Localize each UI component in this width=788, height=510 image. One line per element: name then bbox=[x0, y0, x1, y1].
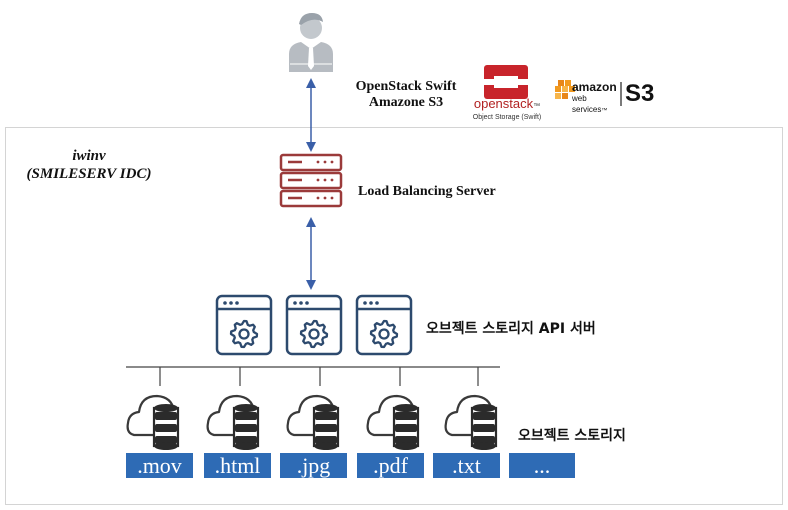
file-extension-label: .html bbox=[204, 453, 271, 478]
load-balancer-icon bbox=[279, 153, 343, 208]
storage-node-icon bbox=[286, 394, 340, 450]
storage-node-icon bbox=[366, 394, 420, 450]
storage-nodes bbox=[126, 394, 498, 450]
storage-node-icon bbox=[126, 394, 180, 450]
file-extension-label: .txt bbox=[433, 453, 500, 478]
load-balancer-label: Load Balancing Server bbox=[358, 184, 496, 199]
file-extension-label: .jpg bbox=[280, 453, 347, 478]
aws-s3-mark: S3 bbox=[625, 80, 655, 107]
openstack-wordmark: openstack bbox=[473, 96, 534, 111]
aws-subwordmark: web services bbox=[572, 94, 602, 114]
aws-logo-icon bbox=[555, 80, 622, 106]
user-icon bbox=[289, 13, 333, 72]
aws-wordmark: amazon bbox=[572, 80, 617, 94]
region-label: iwinv (SMILESERV IDC) bbox=[14, 147, 164, 183]
region-name: iwinv bbox=[72, 148, 106, 164]
storage-node-icon bbox=[206, 394, 260, 450]
storage-label: 오브젝트 스토리지 bbox=[518, 428, 626, 444]
api-server-icon bbox=[285, 294, 343, 356]
openstack-tm: ™ bbox=[533, 103, 541, 110]
storage-node-icon bbox=[444, 394, 498, 450]
file-extension-label: .pdf bbox=[357, 453, 424, 478]
api-server-icon bbox=[355, 294, 413, 356]
api-server-label: 오브젝트 스토리지 API 서버 bbox=[426, 321, 596, 337]
file-extension-label: ... bbox=[509, 453, 575, 478]
protocol-caption: OpenStack Swift Amazone S3 bbox=[346, 79, 466, 111]
aws-tm: ™ bbox=[601, 108, 608, 114]
region-subname: (SMILESERV IDC) bbox=[26, 166, 152, 182]
api-servers bbox=[215, 294, 413, 356]
protocol-openstack: OpenStack Swift bbox=[355, 79, 457, 94]
openstack-logo: openstack™ Object Storage (Swift) bbox=[470, 96, 544, 123]
openstack-logo-icon bbox=[484, 65, 528, 99]
aws-logo: amazon web services™ bbox=[572, 80, 620, 117]
storage-connectors bbox=[159, 367, 479, 386]
protocol-s3: Amazone S3 bbox=[368, 95, 444, 110]
file-extension-label: .mov bbox=[126, 453, 193, 478]
openstack-subtitle: Object Storage (Swift) bbox=[472, 114, 542, 121]
api-server-icon bbox=[215, 294, 273, 356]
region-boundary bbox=[5, 127, 783, 505]
